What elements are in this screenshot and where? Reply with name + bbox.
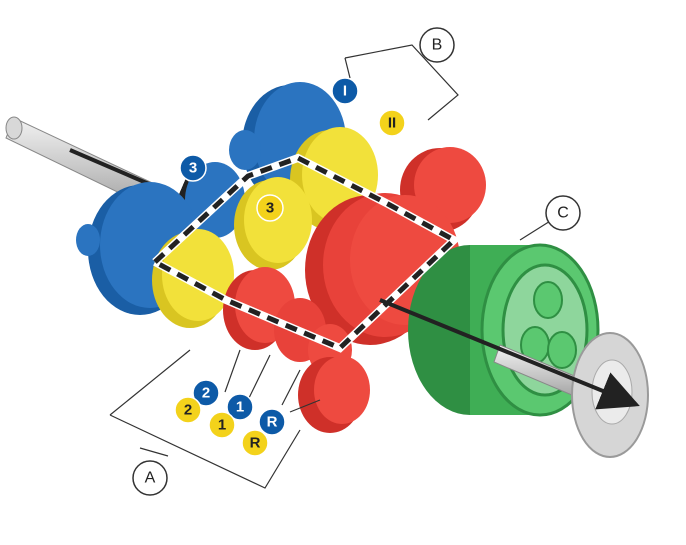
badge-yellow-2: 2 bbox=[174, 396, 202, 424]
badge-yellow-R: R bbox=[241, 429, 269, 457]
badge-input-3: 3 bbox=[179, 154, 207, 182]
blue-gear-group bbox=[76, 82, 346, 315]
callout-a-label: A bbox=[145, 470, 156, 487]
badge-yellow-II: II bbox=[378, 109, 406, 137]
svg-text:1: 1 bbox=[218, 417, 226, 434]
callout-b-label: B bbox=[432, 37, 443, 54]
svg-text:II: II bbox=[388, 115, 396, 132]
badge-yellow-3: 3 bbox=[256, 194, 284, 222]
callout-b: B bbox=[419, 27, 455, 63]
svg-text:3: 3 bbox=[266, 200, 274, 217]
callout-c-label: C bbox=[557, 205, 569, 222]
badge-blue-1: 1 bbox=[226, 393, 254, 421]
callout-c: C bbox=[545, 195, 581, 231]
svg-text:R: R bbox=[267, 414, 278, 431]
svg-text:2: 2 bbox=[202, 385, 210, 402]
callout-a: A bbox=[132, 460, 168, 496]
output-power-arrow bbox=[379, 298, 640, 410]
svg-text:2: 2 bbox=[184, 402, 192, 419]
badge-blue-R: R bbox=[258, 408, 286, 436]
green-planetary-housing bbox=[408, 243, 600, 417]
badge-blue-2: 2 bbox=[192, 379, 220, 407]
badge-yellow-1: 1 bbox=[208, 411, 236, 439]
svg-text:R: R bbox=[250, 435, 261, 452]
badge-blue-I: I bbox=[331, 77, 359, 105]
svg-text:3: 3 bbox=[189, 160, 197, 177]
svg-text:I: I bbox=[343, 83, 347, 100]
svg-text:1: 1 bbox=[236, 399, 244, 416]
power-flow-path bbox=[152, 153, 461, 353]
